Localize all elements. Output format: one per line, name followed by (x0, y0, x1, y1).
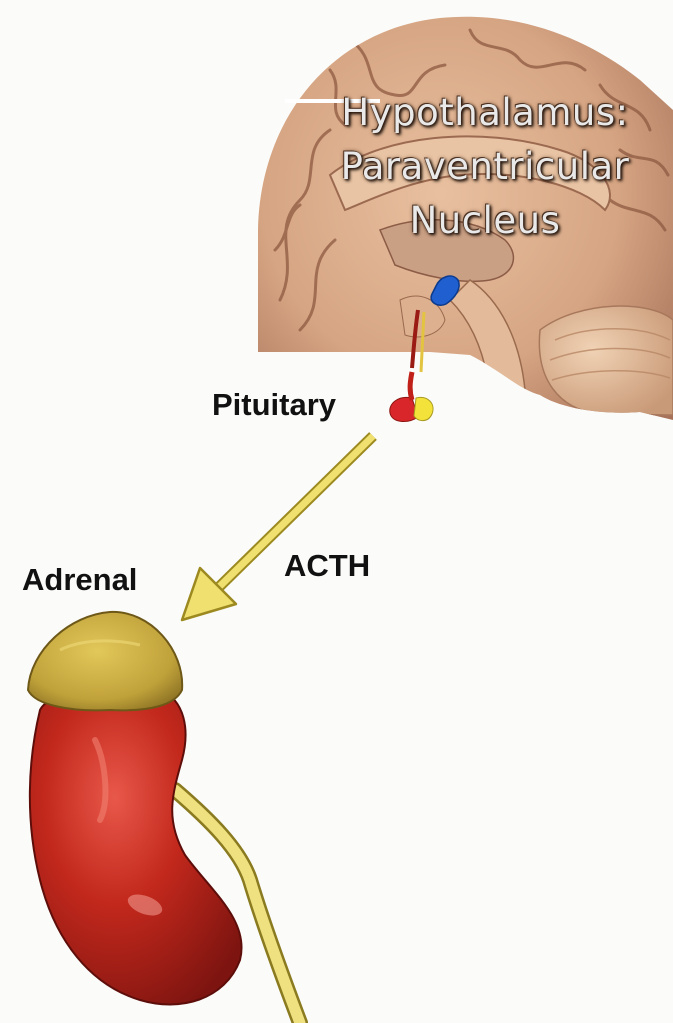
adrenal-gland (28, 612, 182, 710)
kidney (30, 686, 300, 1023)
hypothalamus-label-line3: Nucleus (300, 194, 670, 248)
acth-label: ACTH (284, 548, 370, 584)
hypothalamus-label-line1: Hypothalamus: (300, 86, 670, 140)
hypothalamus-label: Hypothalamus: Paraventricular Nucleus (300, 86, 670, 248)
adrenal-label: Adrenal (22, 562, 137, 598)
hypothalamus-label-line2: Paraventricular (300, 140, 670, 194)
acth-arrow (182, 436, 373, 620)
pituitary-label: Pituitary (212, 387, 336, 423)
pituitary-gland (390, 372, 433, 422)
